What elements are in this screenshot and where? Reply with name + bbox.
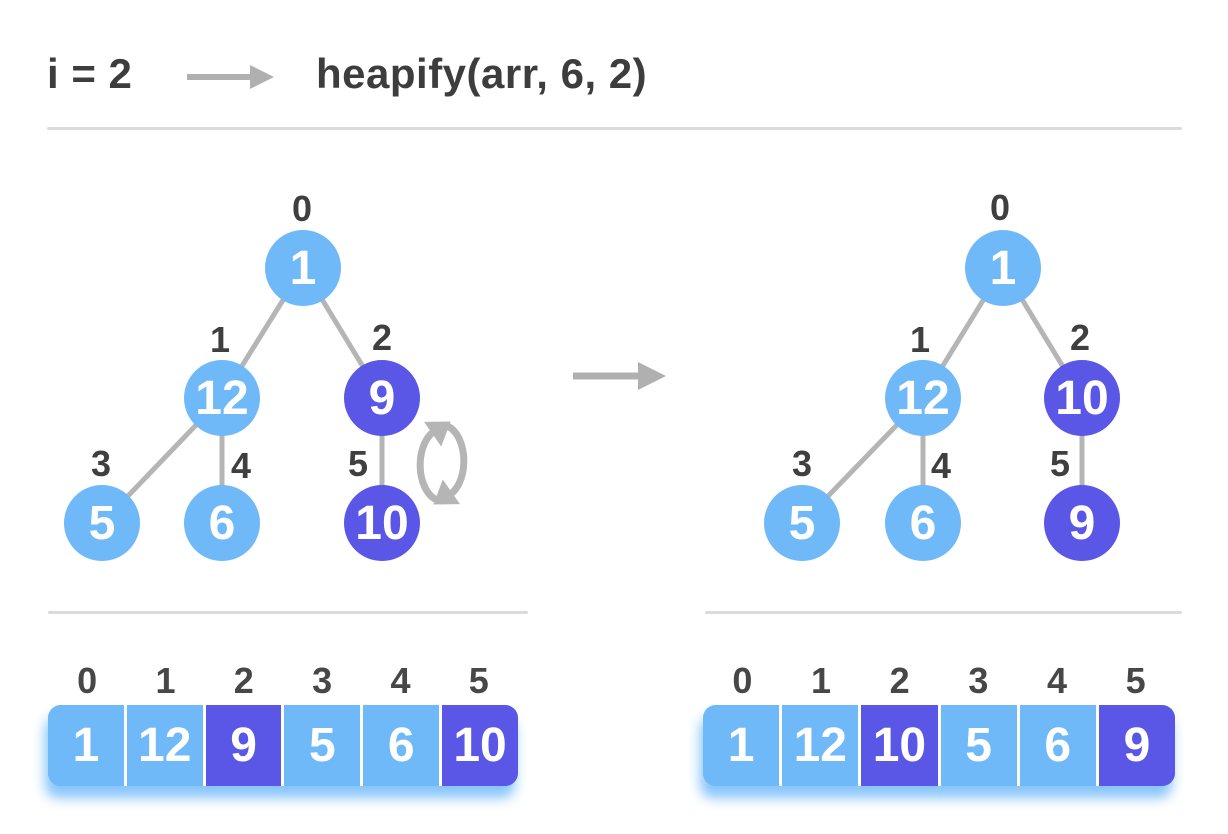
after-node-index: 5 bbox=[1049, 443, 1071, 484]
array-index-label: 5 bbox=[468, 660, 489, 701]
before-tree-node-highlighted: 10 bbox=[344, 485, 420, 561]
after-tree-node: 12 bbox=[885, 360, 961, 436]
before-tree-node: 5 bbox=[64, 485, 140, 561]
array-cell: 1 bbox=[48, 705, 127, 786]
array-index-label: 2 bbox=[233, 660, 254, 701]
before-array: 1 12 9 5 6 10 bbox=[48, 705, 518, 786]
before-tree-node: 12 bbox=[184, 360, 260, 436]
right-array-separator bbox=[705, 611, 1182, 614]
array-index-label: 0 bbox=[77, 660, 98, 701]
array-index-label: 1 bbox=[155, 660, 176, 701]
array-cell-highlighted: 9 bbox=[1098, 705, 1176, 786]
array-index-label: 4 bbox=[1047, 660, 1068, 701]
before-tree-node-highlighted: 9 bbox=[344, 360, 420, 436]
array-cell: 6 bbox=[1019, 705, 1099, 786]
array-cell: 12 bbox=[126, 705, 206, 786]
array-cell-highlighted: 10 bbox=[861, 705, 941, 786]
between-trees-right-arrow-icon bbox=[573, 362, 666, 390]
after-node-index: 0 bbox=[989, 187, 1011, 228]
after-node-index: 4 bbox=[930, 445, 952, 486]
after-node-index: 1 bbox=[909, 319, 931, 360]
heapify-call-label: heapify(arr, 6, 2) bbox=[316, 50, 648, 97]
iteration-label: i = 2 bbox=[47, 50, 133, 97]
after-array-index-row: 0 1 2 3 4 5 bbox=[703, 660, 1175, 702]
array-index-label: 5 bbox=[1125, 660, 1146, 701]
before-node-index: 0 bbox=[291, 188, 313, 229]
array-cell: 6 bbox=[363, 705, 443, 786]
array-cell-highlighted: 10 bbox=[442, 705, 518, 786]
array-index-label: 2 bbox=[889, 660, 910, 701]
after-node-index: 2 bbox=[1069, 317, 1091, 358]
array-cell: 1 bbox=[703, 705, 783, 786]
swap-icon bbox=[416, 421, 468, 505]
before-tree-node: 1 bbox=[265, 230, 341, 306]
left-array-separator bbox=[48, 611, 528, 614]
before-node-index: 2 bbox=[371, 317, 393, 358]
array-index-label: 0 bbox=[732, 660, 753, 701]
array-cell: 5 bbox=[940, 705, 1020, 786]
array-index-label: 3 bbox=[312, 660, 333, 701]
after-tree-node-highlighted: 9 bbox=[1044, 485, 1120, 561]
after-node-index: 3 bbox=[791, 443, 813, 484]
after-tree-node: 6 bbox=[885, 485, 961, 561]
array-cell: 5 bbox=[284, 705, 364, 786]
title-right-arrow-icon bbox=[187, 65, 274, 89]
array-index-label: 3 bbox=[968, 660, 989, 701]
title-separator bbox=[47, 127, 1182, 130]
after-tree-node-highlighted: 10 bbox=[1044, 360, 1120, 436]
array-index-label: 1 bbox=[810, 660, 832, 701]
array-cell-highlighted: 9 bbox=[205, 705, 285, 786]
before-tree-node: 6 bbox=[184, 485, 260, 561]
before-node-index: 1 bbox=[209, 319, 231, 360]
after-tree-node: 5 bbox=[764, 485, 840, 561]
before-node-index: 5 bbox=[347, 443, 369, 484]
before-array-index-row: 0 1 2 3 4 5 bbox=[48, 660, 518, 702]
before-node-index: 3 bbox=[90, 443, 112, 484]
array-cell: 12 bbox=[782, 705, 862, 786]
after-tree-node: 1 bbox=[965, 230, 1041, 306]
array-index-label: 4 bbox=[390, 660, 411, 701]
after-array: 1 12 10 5 6 9 bbox=[703, 705, 1176, 786]
before-node-index: 4 bbox=[230, 445, 252, 486]
